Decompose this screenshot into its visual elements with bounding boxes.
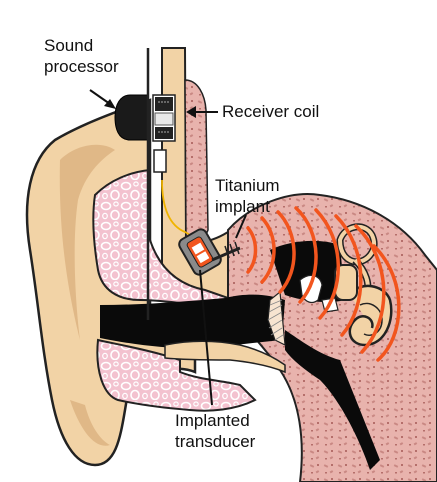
middle-ear-cavity-lower — [285, 330, 380, 470]
label-implanted-transducer-line1: Implanted — [175, 411, 250, 430]
label-titanium-implant-line1: Titanium — [215, 176, 280, 195]
label-receiver-coil: Receiver coil — [222, 101, 319, 122]
label-sound-processor-line2: processor — [44, 57, 119, 76]
pinna-fold — [59, 144, 115, 340]
earlobe-shadow — [70, 400, 110, 446]
middle-ear-cavity — [270, 240, 345, 303]
label-implanted-transducer: Implanted transducer — [175, 410, 255, 452]
leader-receiver-coil — [186, 106, 218, 118]
leader-sound-processor — [89, 89, 116, 109]
label-sound-processor: Sound processor — [44, 35, 119, 77]
label-titanium-implant: Titanium implant — [215, 175, 280, 217]
skull-bone-strip — [184, 79, 209, 243]
leader-titanium-implant — [235, 214, 247, 239]
canal-floor-skin — [164, 340, 286, 374]
ear-canal — [100, 294, 285, 349]
eardrum — [267, 290, 286, 347]
label-titanium-implant-line2: implant — [215, 197, 270, 216]
transducer-icon — [178, 228, 222, 276]
sound-processor-icon — [114, 94, 149, 141]
label-receiver-coil-text: Receiver coil — [222, 102, 320, 121]
titanium-implant-screw-icon — [211, 241, 241, 262]
label-implanted-transducer-line2: transducer — [175, 432, 256, 451]
vibration-waves — [246, 206, 401, 362]
leader-transducer — [199, 269, 213, 406]
receiver-coil-icon — [152, 94, 176, 173]
label-sound-processor-line1: Sound — [44, 36, 94, 55]
